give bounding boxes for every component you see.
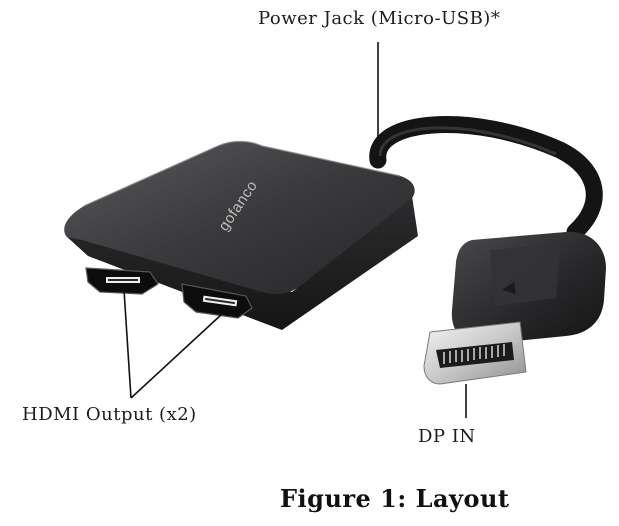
cable — [369, 116, 603, 241]
callout-line-hdmi-2 — [130, 313, 223, 399]
figure-caption: Figure 1: Layout — [280, 484, 510, 513]
hdmi-port-1 — [85, 267, 159, 295]
dp-in-label: DP IN — [418, 426, 476, 447]
hdmi-port-2 — [181, 283, 253, 319]
hdmi-output-label: HDMI Output (x2) — [22, 404, 197, 425]
power-jack-label: Power Jack (Micro-USB)* — [258, 8, 501, 29]
displayport-plug — [423, 231, 606, 385]
adapter-body-side — [66, 196, 418, 330]
adapter-body-top — [64, 141, 415, 294]
callout-line-hdmi-1 — [123, 289, 132, 399]
